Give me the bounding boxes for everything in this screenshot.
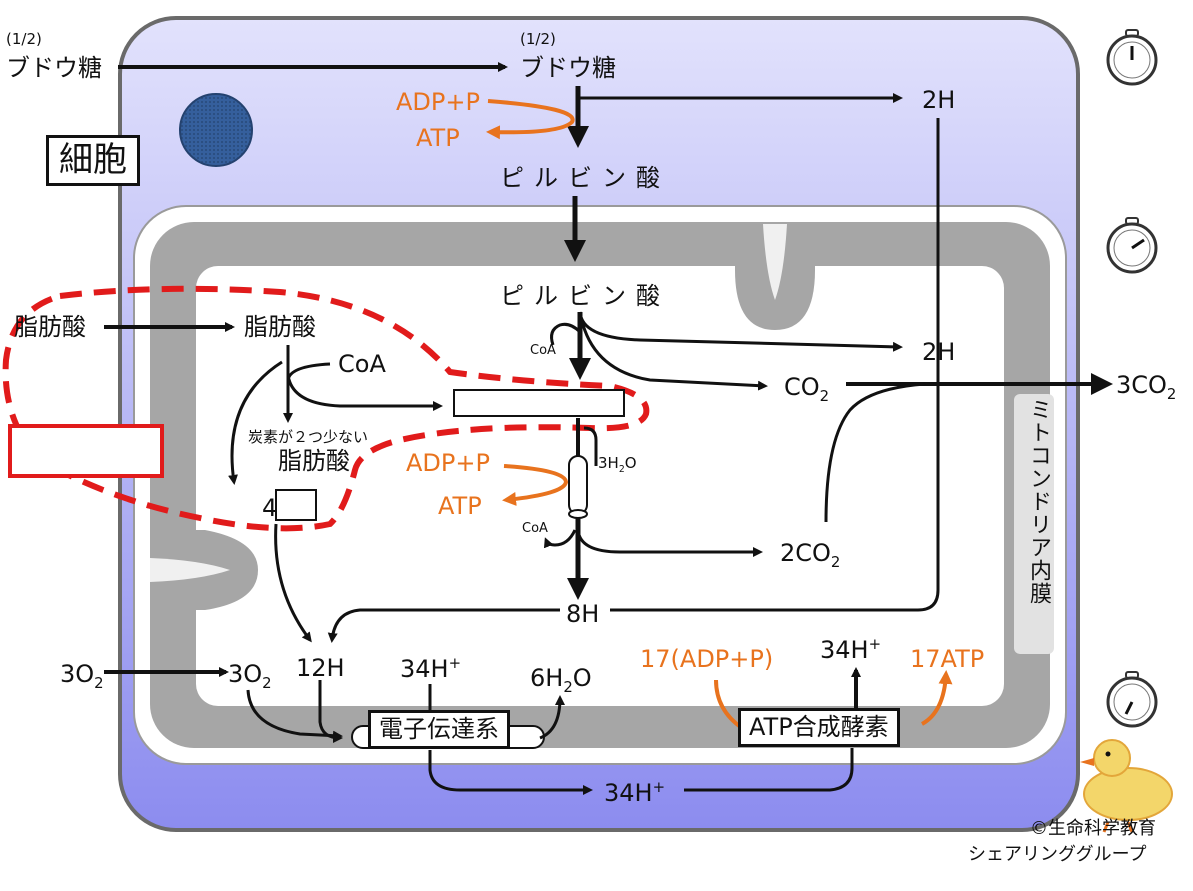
duck-icon [1080,739,1173,833]
coa-small-top: CoA [530,343,556,358]
co2-label: CO2 [784,373,830,405]
carbon-note: 炭素が２つ少ない [248,428,369,446]
fatty-acid-outside: 脂肪酸 [14,313,86,341]
coa-loop-1 [550,322,582,346]
fatty-acid-dashed-boundary [2,285,650,532]
coa-loop-2 [543,529,577,549]
h34-right-label: 34H+ [820,635,882,664]
cycle-co2-line [824,382,926,523]
adp17-label: 17(ADP+P) [640,645,774,673]
six-h2o-label: 6H2O [530,664,592,696]
three-co2-label: 3CO2 [1116,371,1177,403]
stopwatch-icon [1106,29,1158,86]
three-o2-inside: 3O2 [228,660,272,692]
four-blank-box [275,489,317,521]
answer-blank-red-box [8,424,164,478]
synthase-to-atp17-arrow [920,670,953,726]
cycle-cylinder [568,455,588,515]
three-h2o-label: 3H2O [598,454,637,475]
glucose-outside: ブドウ糖 [6,54,102,82]
adp-p-mid: ADP+P [406,449,490,477]
stopwatch-icon [1106,217,1158,274]
acetyl-coa-blank-box [453,389,625,417]
fatty-acid-short: 脂肪酸 [278,447,350,475]
four-to-12h-arrow [274,523,312,643]
adp17-to-synthase-arrow [714,679,744,730]
etc-to-h2o-arrow [539,695,565,740]
fatty-acid-to-four-arrow [228,360,283,485]
mitochondrion-matrix [196,266,1004,706]
crista-top-inner [763,224,787,300]
cylinder-bottom [568,509,588,519]
fatty-acid-inside: 脂肪酸 [244,313,316,341]
copyright-line-2: シェアリンググループ [968,844,1147,865]
cycle-atp-arrow [502,464,569,506]
inner-membrane-label-bg [1014,394,1054,654]
pyruvate-matrix: ピルビン酸 [500,282,670,310]
copyright-line-1: ©生命科学教育 [1030,818,1156,839]
atp-synthase: ATP合成酵素 [738,708,900,747]
coa-small-bottom: CoA [522,521,548,536]
cycle-to-2co2-arrow [576,529,763,557]
atp-mid: ATP [438,492,482,520]
etc-to-34h-arrow [428,750,593,795]
h2o-input-line [583,426,598,466]
four-label: 4 [262,494,278,522]
inner-membrane-label: ミトコンドリア内膜 [1026,398,1051,605]
glucose-half-center: (1/2) [520,30,556,48]
two-co2-label: 2CO2 [780,539,841,571]
glucose-inside: ブドウ糖 [520,54,616,82]
crista-left-inner [150,558,230,582]
12h-to-etc-arrow [318,680,343,743]
atp17-label: 17ATP [910,645,985,673]
electron-transport-chain: 電子伝達系 [368,710,510,749]
eight-h-label: 8H [566,600,600,628]
cell-label: 細胞 [46,135,140,186]
pyruvate-to-co2-arrow [578,311,768,391]
twelve-h-label: 12H [296,654,345,682]
glucose-half-left: (1/2) [6,30,42,48]
h34-bottom-label: 34H+ [604,778,666,807]
two-h-mid: 2H [922,338,956,366]
nucleus [179,93,253,167]
8h-to-12h-arrow [327,608,560,643]
adp-p-top: ADP+P [396,88,480,116]
h34-left-label: 34H+ [400,654,462,683]
o2-to-etc-arrow [246,689,343,741]
coa-main: CoA [338,350,386,378]
atp-top: ATP [416,124,460,152]
34h-to-atp-synthase-line [684,748,854,792]
pyruvate-cytoplasm: ピルビン酸 [500,164,670,192]
two-h-top: 2H [922,86,956,114]
h-carrier-line [610,118,940,612]
stopwatch-icon [1106,671,1158,728]
three-o2-outside: 3O2 [60,660,104,692]
glycolysis-atp-arrow [486,99,575,140]
